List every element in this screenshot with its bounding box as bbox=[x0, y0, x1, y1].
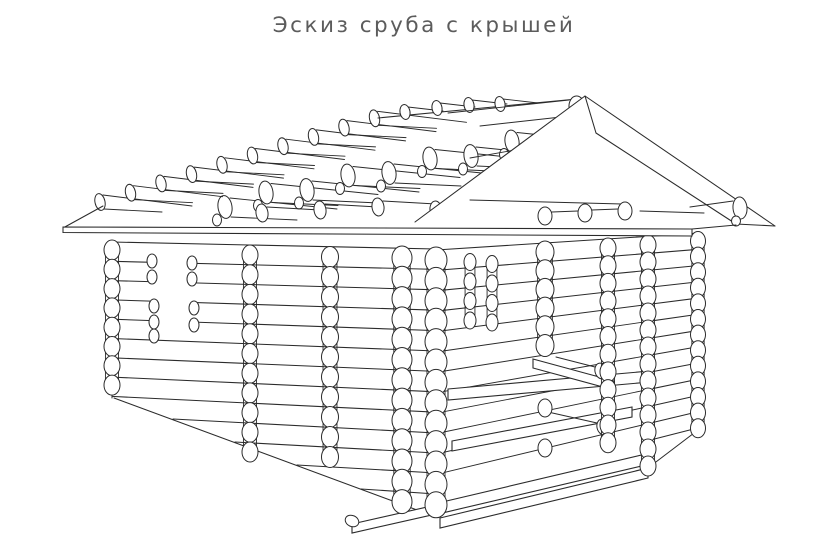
gable bbox=[414, 95, 776, 228]
drawing-title: Эскиз сруба с крышей bbox=[273, 13, 576, 38]
log-end-columns bbox=[103, 231, 706, 519]
eave bbox=[62, 224, 737, 237]
left-wall-windows bbox=[146, 253, 200, 344]
porch-logs bbox=[344, 356, 651, 534]
roof-slope bbox=[62, 95, 625, 229]
